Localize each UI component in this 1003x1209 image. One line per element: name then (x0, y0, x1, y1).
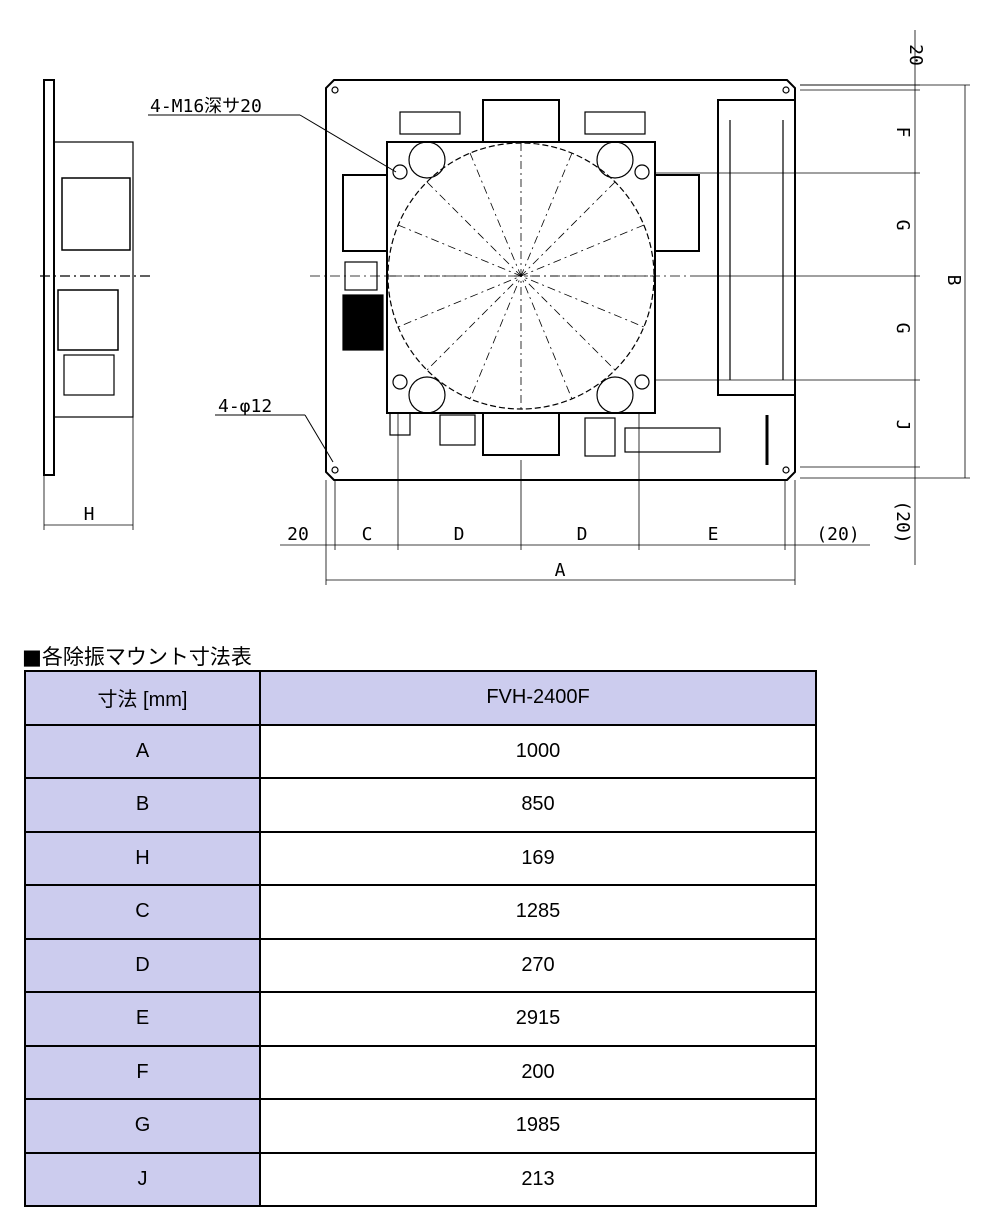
row-value: 2915 (259, 991, 817, 1047)
dim-label-g1: G (892, 220, 913, 231)
row-value: 270 (259, 937, 817, 993)
dim-label-d1: D (454, 524, 465, 545)
row-key: D (24, 937, 261, 993)
row-key: C (24, 884, 261, 940)
table-header-row: 寸法 [mm] FVH-2400F (24, 670, 817, 726)
dim-label-a: A (555, 560, 566, 581)
dim-label-c: C (362, 524, 373, 545)
row-value: 1985 (259, 1098, 817, 1154)
dim-label-20-right: (20) (816, 524, 859, 545)
row-key: F (24, 1044, 261, 1100)
dim-label-h: H (84, 504, 95, 525)
dimension-drawing: 4-M16深サ20 4-φ12 20 C D D E (20) A H 20 F… (40, 30, 970, 585)
dim-label-20-top: 20 (905, 44, 926, 66)
dim-label-j: J (892, 420, 913, 431)
side-view (40, 79, 150, 476)
row-value: 169 (259, 830, 817, 886)
row-key: G (24, 1098, 261, 1154)
row-key: H (24, 830, 261, 886)
callouts (148, 114, 397, 463)
through-holes-callout: 4-φ12 (218, 396, 272, 417)
dim-label-20-left: 20 (287, 524, 309, 545)
row-key: E (24, 991, 261, 1047)
row-key: A (24, 723, 261, 779)
tapped-holes-callout: 4-M16深サ20 (150, 96, 262, 117)
dim-label-f: F (892, 127, 913, 138)
header-model: FVH-2400F (259, 670, 817, 726)
row-key: J (24, 1151, 261, 1207)
dim-label-g2: G (892, 323, 913, 334)
row-value: 850 (259, 777, 817, 833)
row-value: 1000 (259, 723, 817, 779)
row-value: 213 (259, 1151, 817, 1207)
row-value: 200 (259, 1044, 817, 1100)
row-key: B (24, 777, 261, 833)
row-value: 1285 (259, 884, 817, 940)
dim-label-d2: D (577, 524, 588, 545)
top-view (310, 79, 796, 481)
bottom-dimension-lines (43, 30, 970, 585)
table-title: ■各除振マウント寸法表 (22, 645, 252, 669)
dim-label-b: B (943, 275, 964, 286)
dim-label-e: E (708, 524, 719, 545)
header-dimension: 寸法 [mm] (24, 670, 261, 726)
dim-label-20-bottom: (20) (892, 500, 913, 543)
